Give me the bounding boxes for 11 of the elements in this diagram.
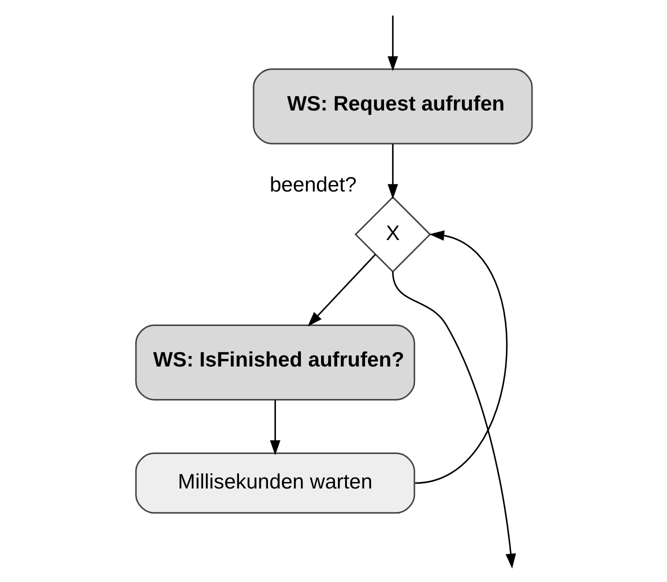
node-diamond: X	[354, 196, 431, 273]
arrow	[387, 16, 398, 72]
arrow	[392, 272, 516, 569]
arrow	[414, 230, 507, 484]
node-label: beendet?	[269, 174, 356, 197]
arrow	[387, 144, 398, 200]
arrow	[269, 400, 280, 456]
node-box: WS: Request aufrufen	[252, 68, 532, 144]
node-box: WS: IsFinished aufrufen?	[134, 324, 415, 400]
arrow	[307, 254, 376, 326]
node-box: Millisekunden warten	[134, 452, 415, 514]
